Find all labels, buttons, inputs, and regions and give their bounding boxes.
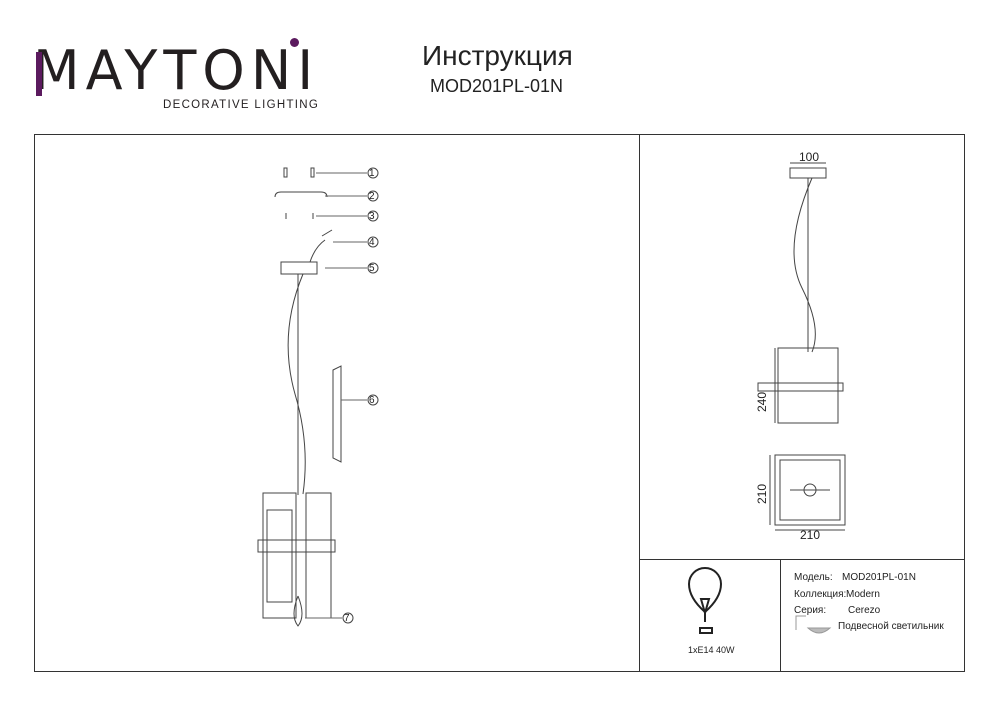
elevation-view <box>757 162 844 424</box>
model-heading: MOD201PL-01N <box>430 76 564 96</box>
callout-5: 5 <box>369 263 375 274</box>
dim-depth: 210 <box>755 483 770 505</box>
canopy-icon <box>280 261 318 275</box>
drawing-frame <box>34 134 965 672</box>
model-value: MOD201PL-01N <box>842 572 916 583</box>
callout-circles <box>342 167 379 624</box>
model-label: Модель: <box>794 572 833 583</box>
dim-canopy-width: 100 <box>799 150 820 164</box>
screw-icon <box>283 167 315 178</box>
plan-view <box>769 454 846 531</box>
pendant-type-icon <box>795 615 832 634</box>
divider-vertical <box>639 134 640 672</box>
brand-logo: MAYTONI <box>33 44 319 98</box>
brand-name: MAYTONI <box>33 39 320 102</box>
callout-1: 1 <box>369 168 375 179</box>
dim-width: 210 <box>800 528 821 542</box>
mounting-bracket-icon <box>274 191 328 198</box>
brand-tagline: DECORATIVE LIGHTING <box>163 99 320 111</box>
bulb-icon <box>687 567 723 634</box>
divider-info <box>780 559 781 672</box>
small-screw-icon <box>285 213 314 219</box>
callout-7: 7 <box>344 613 350 624</box>
callout-2: 2 <box>369 191 375 202</box>
logo-accent-bar <box>36 52 42 96</box>
wire-connector-icon <box>321 229 333 237</box>
glass-panel-icon <box>332 365 342 463</box>
callout-6: 6 <box>369 395 375 406</box>
series-value: Cerezo <box>848 605 881 616</box>
bulb-e14-icon <box>293 595 303 627</box>
dim-height: 240 <box>755 391 770 413</box>
divider-horizontal <box>639 559 965 560</box>
callout-3: 3 <box>369 211 375 222</box>
collection-label: Коллекция: <box>794 589 847 600</box>
collection-value: Modern <box>846 589 880 600</box>
callout-4: 4 <box>369 237 375 248</box>
bulb-spec: 1xE14 40W <box>688 645 735 655</box>
shade-icon <box>257 492 336 619</box>
series-label: Серия: <box>794 605 827 616</box>
fixture-type: Подвесной светильник <box>838 621 944 632</box>
logo-accent-dot <box>290 38 299 47</box>
page-title: Инструкция <box>422 40 573 71</box>
